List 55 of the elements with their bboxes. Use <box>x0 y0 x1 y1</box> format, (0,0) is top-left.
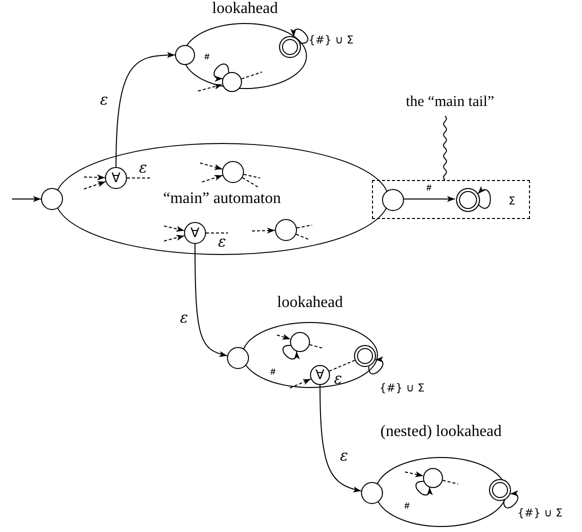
accepting-state <box>489 479 511 501</box>
universal-state: ∀ <box>184 222 206 244</box>
transition-arrow <box>320 384 362 492</box>
transition-arrow <box>200 162 223 170</box>
leader-line <box>443 116 447 180</box>
transition-arrow <box>252 228 276 234</box>
transition-arrow <box>164 234 185 242</box>
start-state <box>175 45 195 65</box>
edge-label: # <box>404 502 410 512</box>
universal-state: ∀ <box>310 365 330 385</box>
transition-arrow <box>116 52 176 168</box>
transition-arrow <box>402 196 456 202</box>
edge-label: {#} ∪ Σ <box>308 34 354 46</box>
transition-arrow <box>12 196 42 202</box>
transition-arrow <box>404 471 424 478</box>
accepting-state <box>279 36 301 58</box>
transition-arrow <box>84 181 106 190</box>
edge-label: {#} ∪ Σ <box>517 508 563 518</box>
edge-label: # <box>426 184 432 194</box>
automaton-title: “main” automaton <box>163 190 281 208</box>
transition-arrow <box>84 174 106 180</box>
transition-arrow <box>276 334 291 340</box>
edge-label: ε <box>334 372 342 386</box>
self-loop-arrow <box>477 186 491 209</box>
dashed-region-box <box>372 180 530 219</box>
universal-state: ∀ <box>105 167 127 189</box>
edge-label: ε <box>138 160 148 176</box>
edge-label: ε <box>218 234 226 250</box>
self-loop-arrow <box>503 491 519 508</box>
automaton-title: lookahead <box>212 0 278 18</box>
start-state <box>227 347 249 369</box>
accepting-state <box>456 188 480 212</box>
self-loop-arrow <box>291 28 308 44</box>
accepting-state <box>354 345 376 367</box>
edge-label: Σ <box>508 196 516 206</box>
start-state <box>361 482 383 504</box>
edge-label: {#} ∪ Σ <box>379 382 425 394</box>
automaton-title: lookahead <box>277 294 343 312</box>
annotation-text: the “main tail” <box>385 92 515 112</box>
edge-label: ε <box>340 448 348 464</box>
edge-label: ε <box>100 92 108 108</box>
transition-arrow <box>194 244 228 357</box>
self-loop-arrow <box>416 480 432 496</box>
transition-arrow <box>164 226 185 232</box>
edge-label: # <box>204 54 210 62</box>
automaton-title: (nested) lookahead <box>380 423 502 441</box>
self-loop-arrow <box>214 64 230 81</box>
transition-arrow <box>198 84 223 92</box>
edge-label: ε <box>180 310 188 326</box>
edge-label: # <box>270 368 276 378</box>
self-loop-arrow <box>368 357 384 374</box>
transition-arrow <box>290 378 312 388</box>
start-state <box>41 188 63 210</box>
transition-arrow <box>202 174 224 182</box>
self-loop-arrow <box>282 344 299 360</box>
